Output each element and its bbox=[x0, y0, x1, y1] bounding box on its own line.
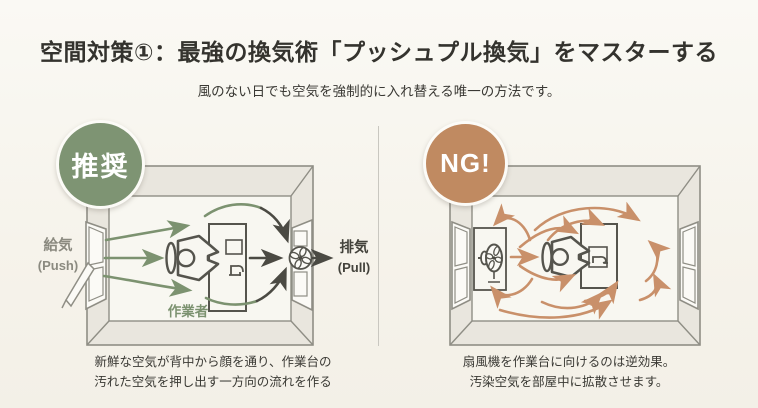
recommended-caption-line1: 新鮮な空気が背中から顔を通り、作業台の bbox=[94, 355, 332, 369]
intake-label-jp: 給気 bbox=[43, 238, 73, 254]
electric-fan-icon bbox=[473, 227, 507, 291]
exhaust-air-arrows bbox=[248, 206, 334, 303]
intake-window-icon bbox=[61, 220, 107, 311]
closed-window-right-icon bbox=[679, 220, 699, 311]
exhaust-label: 排気 (Pull) bbox=[324, 239, 384, 277]
intake-label: 給気 (Push) bbox=[26, 237, 90, 275]
ng-badge: NG! bbox=[423, 121, 508, 206]
ng-caption-line1: 扇風機を作業台に向けるのは逆効果。 bbox=[462, 355, 676, 369]
pushpull-room-diagram bbox=[61, 165, 334, 346]
panel-divider bbox=[378, 126, 379, 346]
closed-window-left-icon bbox=[451, 220, 471, 311]
exhaust-label-jp: 排気 bbox=[339, 240, 369, 256]
ng-caption: 扇風機を作業台に向けるのは逆効果。 汚染空気を部屋中に拡散させます。 bbox=[410, 353, 728, 392]
ng-badge-label: NG! bbox=[440, 148, 491, 178]
fresh-air-arrows bbox=[102, 202, 263, 306]
recommended-caption-line2: 汚れた空気を押し出す一方向の流れを作る bbox=[94, 374, 332, 389]
intake-label-en: (Push) bbox=[37, 258, 79, 273]
worker-label: 作業者 bbox=[167, 304, 209, 319]
recommended-badge-label: 推奨 bbox=[71, 152, 130, 182]
page-title: 空間対策①：最強の換気術「プッシュプル換気」をマスターする bbox=[40, 39, 718, 65]
recommended-badge: 推奨 bbox=[56, 120, 145, 209]
recommended-caption: 新鮮な空気が背中から顔を通り、作業台の 汚れた空気を押し出す一方向の流れを作る bbox=[40, 353, 386, 392]
ng-room-diagram bbox=[449, 165, 701, 346]
exhaust-label-en: (Pull) bbox=[337, 260, 371, 275]
page-subtitle: 風のない日でも空気を強制的に入れ替える唯一の方法です。 bbox=[197, 84, 561, 99]
scattered-air-arrows bbox=[490, 201, 672, 320]
exhaust-fan-icon bbox=[288, 218, 313, 312]
worker-figure-left bbox=[165, 234, 220, 282]
workbench-right bbox=[580, 223, 618, 289]
worker-figure-right bbox=[541, 235, 591, 279]
ng-caption-line2: 汚染空気を部屋中に拡散させます。 bbox=[469, 374, 669, 389]
